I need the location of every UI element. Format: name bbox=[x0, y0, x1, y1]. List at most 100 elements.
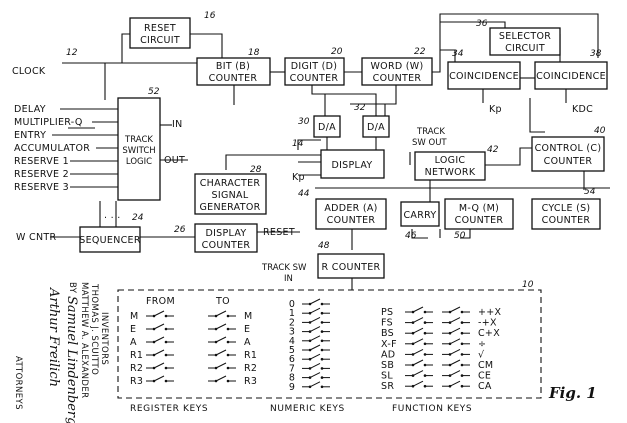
function-left-label: SR bbox=[381, 381, 394, 392]
function-left-label: SL bbox=[381, 371, 393, 382]
display-counter-label-2: COUNTER bbox=[202, 240, 251, 251]
bit-counter-label-1: BIT (B) bbox=[216, 61, 250, 72]
numeric-key-label: 3 bbox=[289, 327, 295, 338]
r-counter-in: IN bbox=[284, 274, 293, 284]
carry-block: CARRY 46 bbox=[400, 201, 440, 241]
function-right-switch bbox=[442, 370, 470, 377]
cycle-counter-label-1: CYCLE (S) bbox=[542, 203, 591, 214]
function-right-label: -+X bbox=[478, 318, 497, 329]
register-to-switch bbox=[208, 336, 236, 344]
mq-counter-label-1: M-Q (M) bbox=[459, 203, 499, 214]
cycle-counter-block: CYCLE (S) COUNTER 54 bbox=[531, 187, 601, 230]
numeric-key-switch bbox=[302, 353, 330, 361]
function-left-label: FS bbox=[381, 318, 393, 329]
numeric-key-switch bbox=[302, 298, 330, 306]
logic-network-block: LOGIC NETWORK 42 TRACK SW OUT bbox=[412, 127, 499, 181]
track-switch-in: IN bbox=[172, 119, 183, 130]
register-from-label: A bbox=[130, 337, 137, 348]
adder-counter-label-1: ADDER (A) bbox=[324, 203, 377, 214]
da-1-block: D/A 30 bbox=[298, 115, 341, 138]
inventor-name-1: THOMAS J. SCUITTO bbox=[89, 283, 99, 375]
inventors-by: BY bbox=[67, 282, 77, 294]
register-to-label: A bbox=[244, 337, 251, 348]
function-left-label: AD bbox=[381, 349, 395, 360]
selector-circuit-ref: 36 bbox=[476, 19, 488, 29]
bit-counter-label-2: COUNTER bbox=[209, 73, 258, 84]
track-switch-ref: 52 bbox=[148, 87, 160, 97]
inventors-block: INVENTORS THOMAS J. SCUITTO MATTHEW A. A… bbox=[13, 282, 109, 423]
track-switch-out: OUT bbox=[164, 155, 185, 166]
display-counter-reset: RESET bbox=[263, 227, 295, 238]
register-to-switch bbox=[208, 323, 236, 331]
selector-circuit-label-2: CIRCUIT bbox=[505, 43, 545, 54]
register-to-switch bbox=[208, 362, 236, 370]
numeric-key-label: 9 bbox=[289, 382, 295, 393]
char-gen-ref: 28 bbox=[250, 165, 262, 175]
function-right-switch bbox=[442, 338, 470, 346]
numeric-key-label: 2 bbox=[289, 317, 295, 328]
numeric-key-label: 8 bbox=[289, 373, 295, 384]
coincidence-1-output: Kp bbox=[489, 104, 502, 115]
function-left-switch bbox=[405, 306, 433, 314]
connection-lines bbox=[50, 13, 610, 290]
cycle-counter-ref: 54 bbox=[584, 187, 596, 197]
input-delay: DELAY bbox=[14, 104, 46, 115]
input-multiplier: MULTIPLIER-Q bbox=[14, 117, 83, 128]
register-from-switch bbox=[146, 375, 174, 383]
track-switch-logic-block: TRACK SWITCH LOGIC 52 IN OUT bbox=[117, 87, 185, 201]
control-counter-label-1: CONTROL (C) bbox=[535, 143, 602, 154]
display-ref: 14 bbox=[292, 139, 304, 149]
digit-counter-label-1: DIGIT (D) bbox=[291, 61, 338, 72]
coincidence-1-block: COINCIDENCE 34 Kp bbox=[447, 49, 521, 115]
carry-ref: 46 bbox=[405, 231, 417, 241]
register-from-switch bbox=[146, 310, 174, 318]
da-2-label: D/A bbox=[367, 122, 385, 133]
logic-network-label-1: LOGIC bbox=[435, 155, 466, 166]
function-left-label: PS bbox=[381, 307, 393, 318]
input-reserve-2: RESERVE 2 bbox=[14, 169, 69, 180]
track-switch-label-1: TRACK bbox=[124, 135, 153, 145]
function-left-switch bbox=[405, 317, 433, 324]
numeric-key-switch bbox=[302, 381, 330, 389]
function-right-switch bbox=[442, 348, 470, 356]
control-counter-label-2: COUNTER bbox=[544, 156, 593, 167]
control-counter-ref: 40 bbox=[594, 126, 606, 136]
char-gen-label-3: GENERATOR bbox=[199, 202, 260, 213]
register-from-label: R2 bbox=[130, 363, 143, 374]
display-label: DISPLAY bbox=[331, 160, 372, 171]
numeric-key-label: 6 bbox=[289, 354, 295, 365]
register-from-label: R3 bbox=[130, 376, 143, 387]
function-left-switch bbox=[405, 380, 433, 388]
register-from-label: R1 bbox=[130, 350, 143, 361]
function-right-label: CM bbox=[478, 360, 493, 371]
track-switch-label-2: SWITCH bbox=[122, 146, 155, 156]
function-right-label: CA bbox=[478, 381, 492, 392]
inventors-title: INVENTORS bbox=[99, 312, 109, 365]
register-to-label: R2 bbox=[244, 363, 257, 374]
r-counter-ref: 48 bbox=[318, 241, 330, 251]
char-gen-block: CHARACTER SIGNAL GENERATOR 28 bbox=[194, 165, 267, 215]
da-2-block: D/A 32 bbox=[354, 103, 390, 138]
function-left-switch bbox=[405, 338, 433, 346]
numeric-key-label: 1 bbox=[289, 308, 295, 319]
sequencer-ref: 24 bbox=[132, 213, 144, 223]
reset-circuit-ref: 16 bbox=[204, 11, 216, 21]
r-counter-block: R COUNTER 48 TRACK SW IN bbox=[261, 241, 385, 284]
register-to-switch bbox=[208, 349, 236, 357]
mq-counter-label-2: COUNTER bbox=[455, 215, 504, 226]
function-right-switch bbox=[442, 380, 470, 388]
numeric-key-switch bbox=[302, 344, 330, 352]
register-to-switch bbox=[208, 375, 236, 383]
control-counter-block: CONTROL (C) COUNTER 40 bbox=[531, 126, 606, 172]
register-from-switch bbox=[146, 323, 174, 331]
coincidence-2-label: COINCIDENCE bbox=[536, 71, 606, 82]
register-to-label: R1 bbox=[244, 350, 257, 361]
display-counter-label-1: DISPLAY bbox=[205, 228, 246, 239]
sequencer-w-cntr: W CNTR bbox=[16, 232, 56, 243]
digit-counter-block: DIGIT (D) COUNTER 20 bbox=[284, 47, 345, 86]
da-1-label: D/A bbox=[318, 122, 336, 133]
function-left-switch bbox=[405, 359, 433, 367]
